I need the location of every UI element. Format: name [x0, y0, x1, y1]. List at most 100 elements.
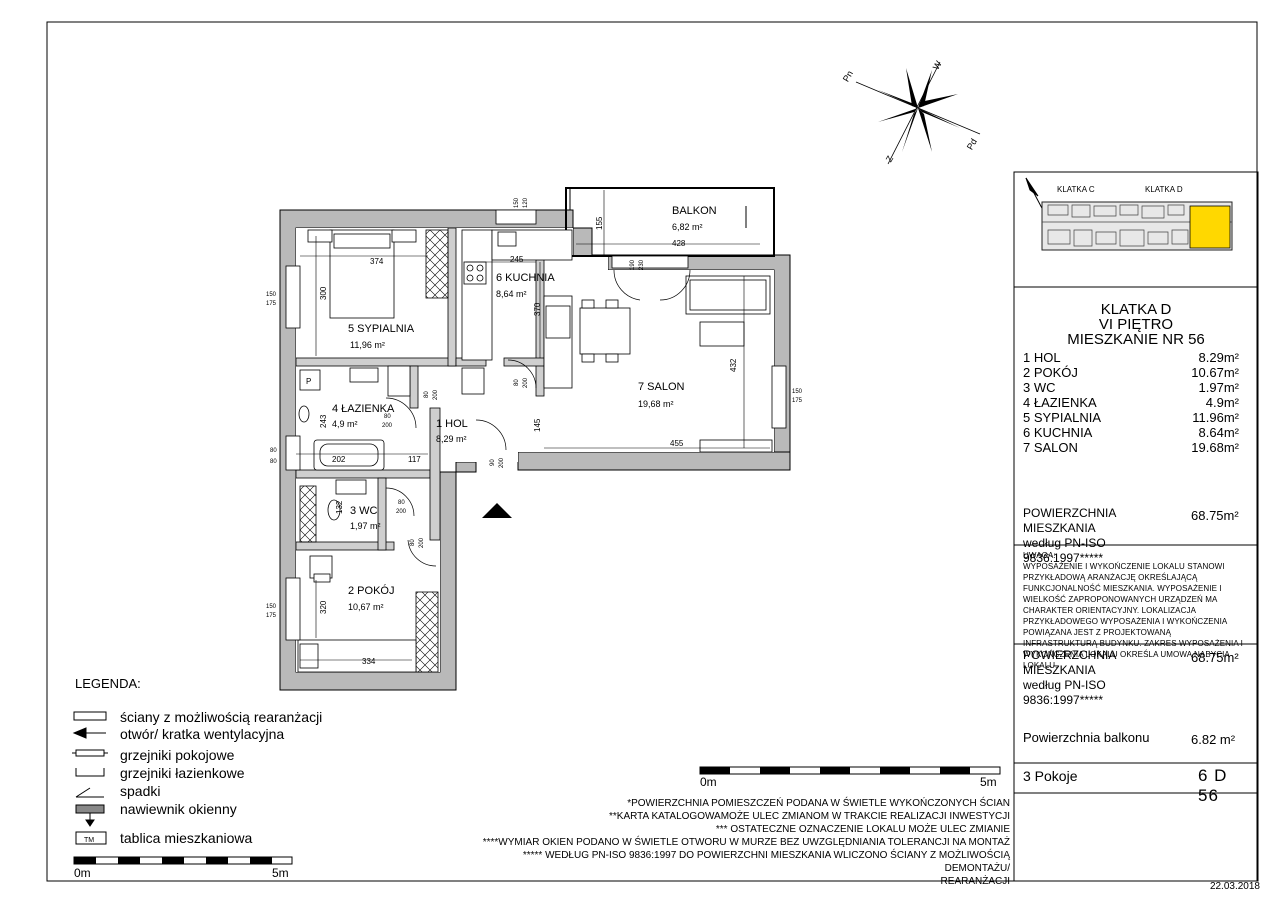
window-mark: 80 [270, 459, 277, 465]
room-area: 11.96m² [1192, 410, 1239, 425]
door-mark: 80 [398, 500, 405, 506]
dim-370: 370 [533, 302, 542, 316]
doors [385, 269, 691, 567]
window-mark: 175 [266, 301, 277, 307]
dim-245: 245 [510, 255, 524, 264]
total-area-label-line1: POWIERZCHNIA MIESZKANIA [1023, 506, 1116, 535]
legend-tm: TM [84, 837, 94, 844]
balcony-area-label: Powierzchnia balkonu [1023, 730, 1150, 745]
dim-334: 334 [362, 657, 376, 666]
plan-label-balkon: BALKON [672, 205, 717, 217]
sheet-frame [46, 21, 1258, 882]
room-name: 6 KUCHNIA [1023, 425, 1093, 440]
legend-item-bath-radiators: grzejniki łazienkowe [120, 765, 245, 781]
room-area: 10.67m² [1191, 365, 1239, 380]
key-plan-highlight [1189, 205, 1231, 249]
footnote: *POWIERZCHNIA POMIESZCZEŃ PODANA W ŚWIET… [627, 798, 1010, 809]
scale-left-start: 0m [74, 866, 91, 880]
window-mark: 120 [523, 197, 529, 208]
total-area-label-2: POWIERZCHNIA MIESZKANIA według PN-ISO 98… [1023, 648, 1183, 708]
plan-area-sypialnia: 11,96 m² [350, 340, 385, 350]
plan-area-kuchnia: 8,64 m² [496, 289, 527, 299]
door-mark: 200 [382, 423, 393, 429]
scale-bar-left [73, 856, 293, 865]
footnote: ***** WEDŁUG PN-ISO 9836:1997 DO POWIERZ… [522, 850, 1010, 874]
compass-south: Pd [965, 137, 979, 152]
room-area: 19.68m² [1191, 440, 1239, 455]
title-floor: VI PIĘTRO [1098, 316, 1174, 333]
room2-furniture [297, 555, 439, 673]
plan-label-kuchnia: 6 KUCHNIA [496, 272, 555, 284]
apartment-plan: P [266, 187, 803, 691]
window-mark: 175 [266, 613, 277, 619]
window-mark: 150 [266, 292, 277, 298]
window-mark: 150 [514, 197, 520, 208]
scale-center-end: 5m [980, 775, 997, 789]
bedroom-furniture [307, 229, 449, 319]
room-name: 2 POKÓJ [1023, 365, 1078, 380]
dim-202: 202 [332, 455, 346, 464]
window-mark: 230 [639, 259, 645, 270]
compass-rose: Pn W Pd Z [841, 59, 981, 165]
legend-item-walls: ściany z możliwością rearanżacji [120, 709, 323, 725]
remarks-note: UWAGA: WYPOSAŻENIE I WYKOŃCZENIE LOKALU … [1023, 550, 1245, 671]
scale-left-end: 5m [272, 866, 289, 880]
plan-area-balkon: 6,82 m² [672, 222, 703, 232]
plan-area-hol: 8,29 m² [436, 434, 467, 444]
interior-floor [296, 228, 774, 672]
footnotes: *POWIERZCHNIA POMIESZCZEŃ PODANA W ŚWIET… [480, 797, 1010, 888]
compass-east: W [931, 59, 944, 72]
dim-132: 132 [335, 500, 344, 514]
room-name: 1 HOL [1023, 350, 1061, 365]
window-mark: 190 [630, 259, 636, 270]
dim-155: 155 [595, 216, 604, 230]
info-panel-frame [1013, 171, 1259, 882]
apartment-title: KLATKA D VI PIĘTRO MIESZKANIE NR 56 [1014, 302, 1258, 347]
plan-label-pokoj: 2 POKÓJ [348, 584, 394, 597]
door-mark: 80 [410, 539, 416, 546]
plan-area-lazienka: 4,9 m² [332, 419, 358, 429]
footnote: **KARTA KATALOGOWAMOŻE ULEC ZMIANOM W TR… [609, 811, 1010, 822]
dim-374: 374 [370, 257, 384, 266]
room-area: 8.64m² [1198, 425, 1239, 440]
door-mark: 200 [419, 537, 425, 548]
door-mark: 200 [433, 389, 439, 400]
room-name: 7 SALON [1023, 440, 1078, 455]
title-unit: MIESZKANIE NR 56 [1067, 331, 1205, 348]
footnote: *** OSTATECZNE OZNACZENIE LOKALU MOŻE UL… [715, 824, 1010, 835]
total-area-value-2: 68.75m² [1191, 650, 1239, 665]
door-mark: 90 [490, 459, 496, 466]
key-plan-label-d: KLATKA D [1145, 185, 1183, 194]
balcony-area-value: 6.82 m² [1191, 732, 1236, 747]
bathroom-fixtures: P [298, 365, 411, 543]
living-furniture [579, 275, 773, 453]
window-mark: 175 [792, 398, 803, 404]
svg-text:P: P [306, 377, 311, 386]
title-stairwell: KLATKA D [1100, 301, 1172, 318]
dim-145: 145 [533, 418, 542, 432]
dim-117: 117 [408, 455, 421, 464]
legend-title: LEGENDA: [75, 676, 141, 691]
footnote: REARANŻACJI [940, 876, 1010, 887]
dim-432: 432 [729, 358, 738, 372]
door-mark: 80 [384, 414, 391, 420]
scale-bar-center [699, 766, 1001, 775]
legend-symbols [72, 711, 108, 845]
window-mark: 80 [270, 448, 277, 454]
remarks-text: WYPOSAŻENIE I WYKOŃCZENIE LOKALU STANOWI… [1023, 562, 1243, 670]
windows [285, 209, 787, 641]
legend-item-vent: otwór/ kratka wentylacyjna [120, 726, 285, 742]
footnote: ****WYMIAR OKIEN PODANO W ŚWIETLE OTWORU… [482, 837, 1010, 848]
scale-center-start: 0m [700, 775, 717, 789]
key-plan-label-c: KLATKA C [1057, 185, 1095, 194]
dim-428: 428 [672, 239, 686, 248]
total-area-2-label-line2: według PN-ISO 9836:1997***** [1023, 678, 1106, 707]
plan-label-lazienka: 4 ŁAZIENKA [332, 403, 395, 415]
unit-code: 6 D 56 [1198, 766, 1228, 805]
plan-label-wc: 3 WC [350, 505, 378, 517]
